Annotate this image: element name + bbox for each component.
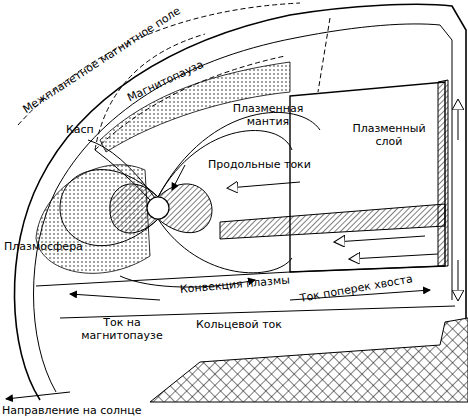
equatorial-plane-hatching <box>150 318 468 402</box>
convection-arrow <box>335 236 425 242</box>
tail-wall-edge <box>438 80 448 266</box>
magnetopause-current-arrow <box>70 294 160 300</box>
current-arrow <box>458 260 459 300</box>
current-arrow <box>458 100 459 140</box>
sun-direction-arrow <box>6 392 70 399</box>
imf-line <box>318 18 330 92</box>
earth <box>147 197 169 219</box>
convection-arrow <box>228 182 300 188</box>
magnetopause-inner <box>34 24 453 392</box>
current-label: Продольные токи <box>208 158 311 171</box>
current-label: Ток на магнитопаузе <box>72 316 172 342</box>
field-aligned-current-arrow <box>172 165 185 190</box>
convection-arrow <box>350 254 438 259</box>
plasma-sheet <box>220 204 445 239</box>
region-label: Касп <box>66 123 94 136</box>
region-label: Плазменный слой <box>346 122 432 148</box>
region-label: Плазмосфера <box>4 240 83 253</box>
region-label: Плазменная мантия <box>222 102 314 128</box>
current-label: Кольцевой ток <box>196 318 282 331</box>
field-line <box>60 170 158 246</box>
tail-cross-section <box>290 82 445 272</box>
magnetopause-outer <box>14 4 466 400</box>
direction-label: Направление на солнце <box>2 404 142 417</box>
current-label: Ток поперек хвоста <box>299 272 414 305</box>
